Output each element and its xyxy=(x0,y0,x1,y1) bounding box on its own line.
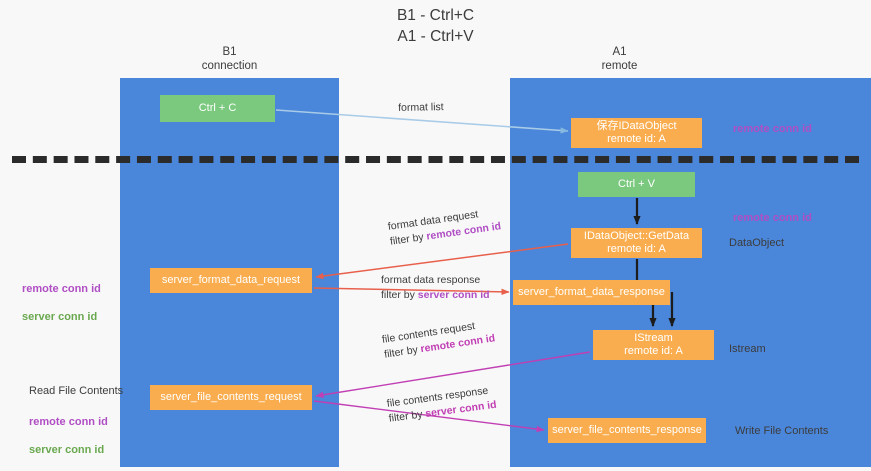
edge-file-contents-response xyxy=(313,400,545,433)
edge-file-contents-request xyxy=(315,351,591,398)
edge-format-data-request xyxy=(315,243,569,280)
edge-label-text: format list xyxy=(398,101,444,114)
node-ctrl-c[interactable]: Ctrl + C xyxy=(160,95,275,122)
node-server-format-data-request[interactable]: server_format_data_request xyxy=(150,268,312,293)
caption-server-conn-id: server conn id xyxy=(22,311,98,323)
caption-server-conn-id: server conn id xyxy=(29,444,105,456)
node-ctrl-v[interactable]: Ctrl + V xyxy=(578,172,695,197)
edge-format-list xyxy=(275,109,569,134)
caption-conn-id-pair-middle: remote conn id server conn id xyxy=(22,268,101,338)
phase-divider xyxy=(12,156,859,163)
edge-format-data-response xyxy=(313,287,510,296)
caption-remote-conn-id: remote conn id xyxy=(22,283,101,295)
filter-prefix: filter by xyxy=(383,343,422,361)
caption-remote-conn-id-top: remote conn id xyxy=(733,123,812,135)
edge-label-format-list: format list xyxy=(398,100,444,116)
edge-label-filter: filter by server conn id xyxy=(381,288,490,303)
caption-conn-id-pair-bottom: remote conn id server conn id xyxy=(29,401,108,471)
filter-prefix: filter by xyxy=(381,289,418,301)
node-server-file-contents-response[interactable]: server_file_contents_response xyxy=(548,418,706,443)
page-title: B1 - Ctrl+C A1 - Ctrl+V xyxy=(396,7,475,45)
node-server-format-data-response[interactable]: server_format_data_response xyxy=(513,280,670,305)
edge-label-text: format data response xyxy=(381,274,481,286)
caption-remote-conn-id: remote conn id xyxy=(29,416,108,428)
node-istream[interactable]: IStream remote id: A xyxy=(593,330,714,360)
node-idataobject-getdata[interactable]: IDataObject::GetData remote id: A xyxy=(571,228,702,258)
filter-key: server conn id xyxy=(417,289,490,301)
caption-write-file-contents: Write File Contents xyxy=(735,425,829,437)
caption-remote-conn-id-mid: remote conn id xyxy=(733,212,812,224)
caption-istream: Istream xyxy=(729,343,766,355)
node-server-file-contents-request[interactable]: server_file_contents_request xyxy=(150,385,312,410)
caption-dataobject: DataObject xyxy=(729,237,785,249)
node-save-idataobject[interactable]: 保存IDataObject remote id: A xyxy=(571,118,702,148)
caption-read-file-contents: Read File Contents xyxy=(29,385,124,397)
filter-prefix: filter by xyxy=(389,230,428,248)
filter-prefix: filter by xyxy=(388,408,427,425)
edge-label-format-data-response: format data response filter by server co… xyxy=(381,273,490,303)
swimlane-b1-label: B1 connection xyxy=(201,46,258,72)
swimlane-a1-label: A1 remote xyxy=(601,46,638,72)
